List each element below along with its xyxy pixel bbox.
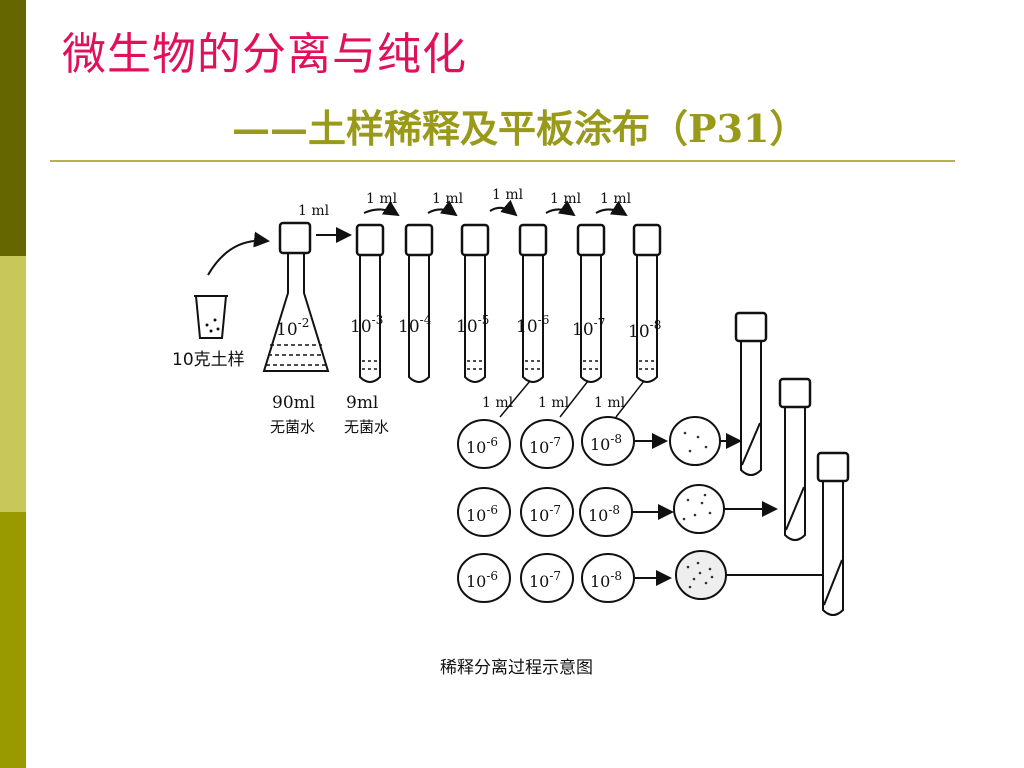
flask: [262, 221, 330, 372]
plate-label: 10-6: [466, 435, 498, 457]
tube-water-label: 无菌水: [344, 418, 389, 436]
soil-label: 10克土样: [172, 350, 245, 370]
transfer-arrow: [489, 199, 518, 217]
transfer-volume-label: 1 ml: [492, 187, 524, 203]
plate-label: 10-8: [590, 432, 622, 454]
transfer-line: [615, 380, 645, 418]
plate-label: 10-7: [529, 435, 561, 457]
transfer-line: [499, 380, 531, 418]
transfer-arrow: [595, 200, 628, 217]
flask-water-volume: 90ml: [272, 393, 315, 413]
slide-subtitle: ——土样稀释及平板涂布（P31）: [232, 106, 808, 151]
slant-tubes: [734, 311, 850, 616]
accent-bar-middle: [0, 256, 26, 512]
dilution-label: 10-7: [572, 316, 605, 340]
tube-liquid: [362, 360, 655, 370]
colony-plates: [669, 416, 727, 600]
slide-title: 微生物的分离与纯化: [62, 29, 467, 80]
flask-water-label: 无菌水: [270, 418, 315, 436]
transfer-volume-label: 1 ml: [298, 203, 330, 219]
dilution-label: 10-5: [456, 313, 489, 337]
plate-label: 10-8: [590, 569, 622, 591]
transfer-volume-label: 1 ml: [538, 395, 570, 411]
dilution-diagram: 10克土样 10-2 90ml 无菌水 1 ml 1 ml 1 ml 1 ml …: [172, 187, 850, 678]
dilution-label: 10-4: [398, 313, 432, 337]
dilution-tubes: [355, 223, 662, 383]
transfer-volume-label: 1 ml: [600, 191, 632, 207]
transfer-arrow: [207, 231, 270, 276]
accent-bar-top: [0, 0, 26, 256]
dilution-label: 10-3: [350, 313, 383, 337]
transfer-arrow: [545, 200, 576, 217]
transfer-volume-label: 1 ml: [366, 191, 398, 207]
dilution-label: 10-6: [516, 313, 549, 337]
tube-water-volume: 9ml: [346, 393, 378, 413]
plate-label: 10-6: [466, 569, 498, 591]
plate-label: 10-7: [529, 503, 561, 525]
plate-label: 10-6: [466, 503, 498, 525]
transfer-volume-label: 1 ml: [482, 395, 514, 411]
transfer-arrow: [363, 200, 400, 217]
transfer-arrow: [427, 200, 458, 217]
accent-bar-bottom: [0, 512, 26, 768]
dilution-label-flask: 10-2: [276, 316, 309, 340]
plate-label: 10-7: [529, 569, 561, 591]
transfer-volume-label: 1 ml: [594, 395, 626, 411]
diagram-caption: 稀释分离过程示意图: [440, 658, 593, 678]
title-divider: [50, 160, 955, 162]
dilution-label: 10-8: [628, 318, 661, 342]
transfer-line: [559, 380, 589, 418]
plate-label: 10-8: [588, 503, 620, 525]
transfer-volume-label: 1 ml: [432, 191, 464, 207]
plate-grid: [457, 416, 635, 603]
transfer-volume-label: 1 ml: [550, 191, 582, 207]
soil-beaker: [194, 295, 228, 339]
